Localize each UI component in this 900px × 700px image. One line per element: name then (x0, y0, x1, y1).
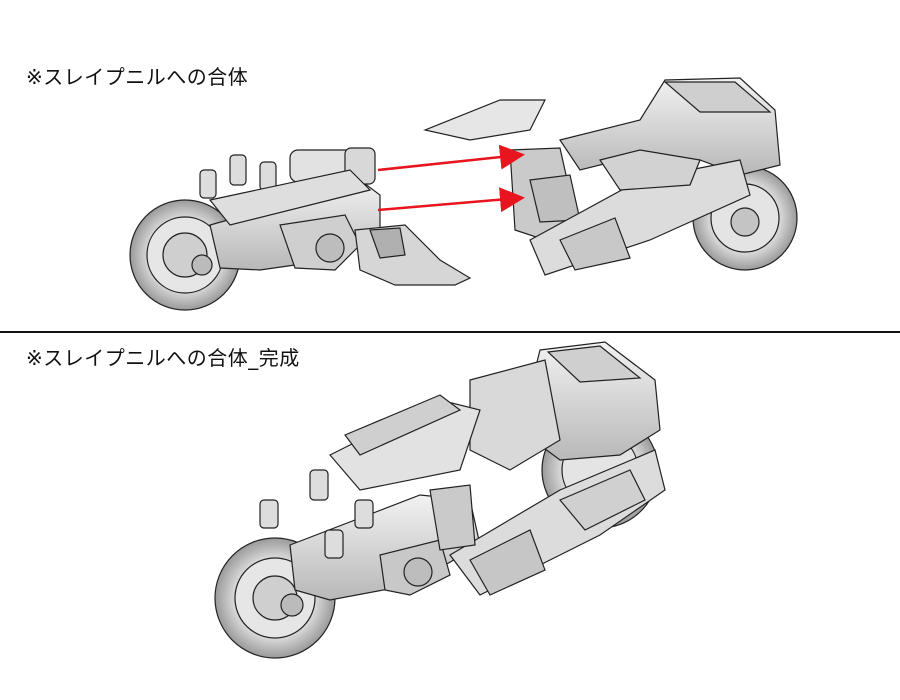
connection-arrow-lower (377, 187, 525, 213)
section2-caption: ※スレイプニルへの合体_完成 (26, 346, 300, 370)
rear-unit-part (422, 77, 798, 276)
section1-caption: ※スレイプニルへの合体 (26, 65, 249, 89)
completed-rear-wheel (541, 411, 659, 529)
combination-diagram (129, 77, 798, 311)
front-unit-part (129, 147, 472, 311)
combined-vehicle (214, 341, 666, 659)
completed-front-wheel (214, 537, 336, 659)
connection-arrow-upper (377, 144, 525, 172)
section-divider (0, 331, 900, 333)
